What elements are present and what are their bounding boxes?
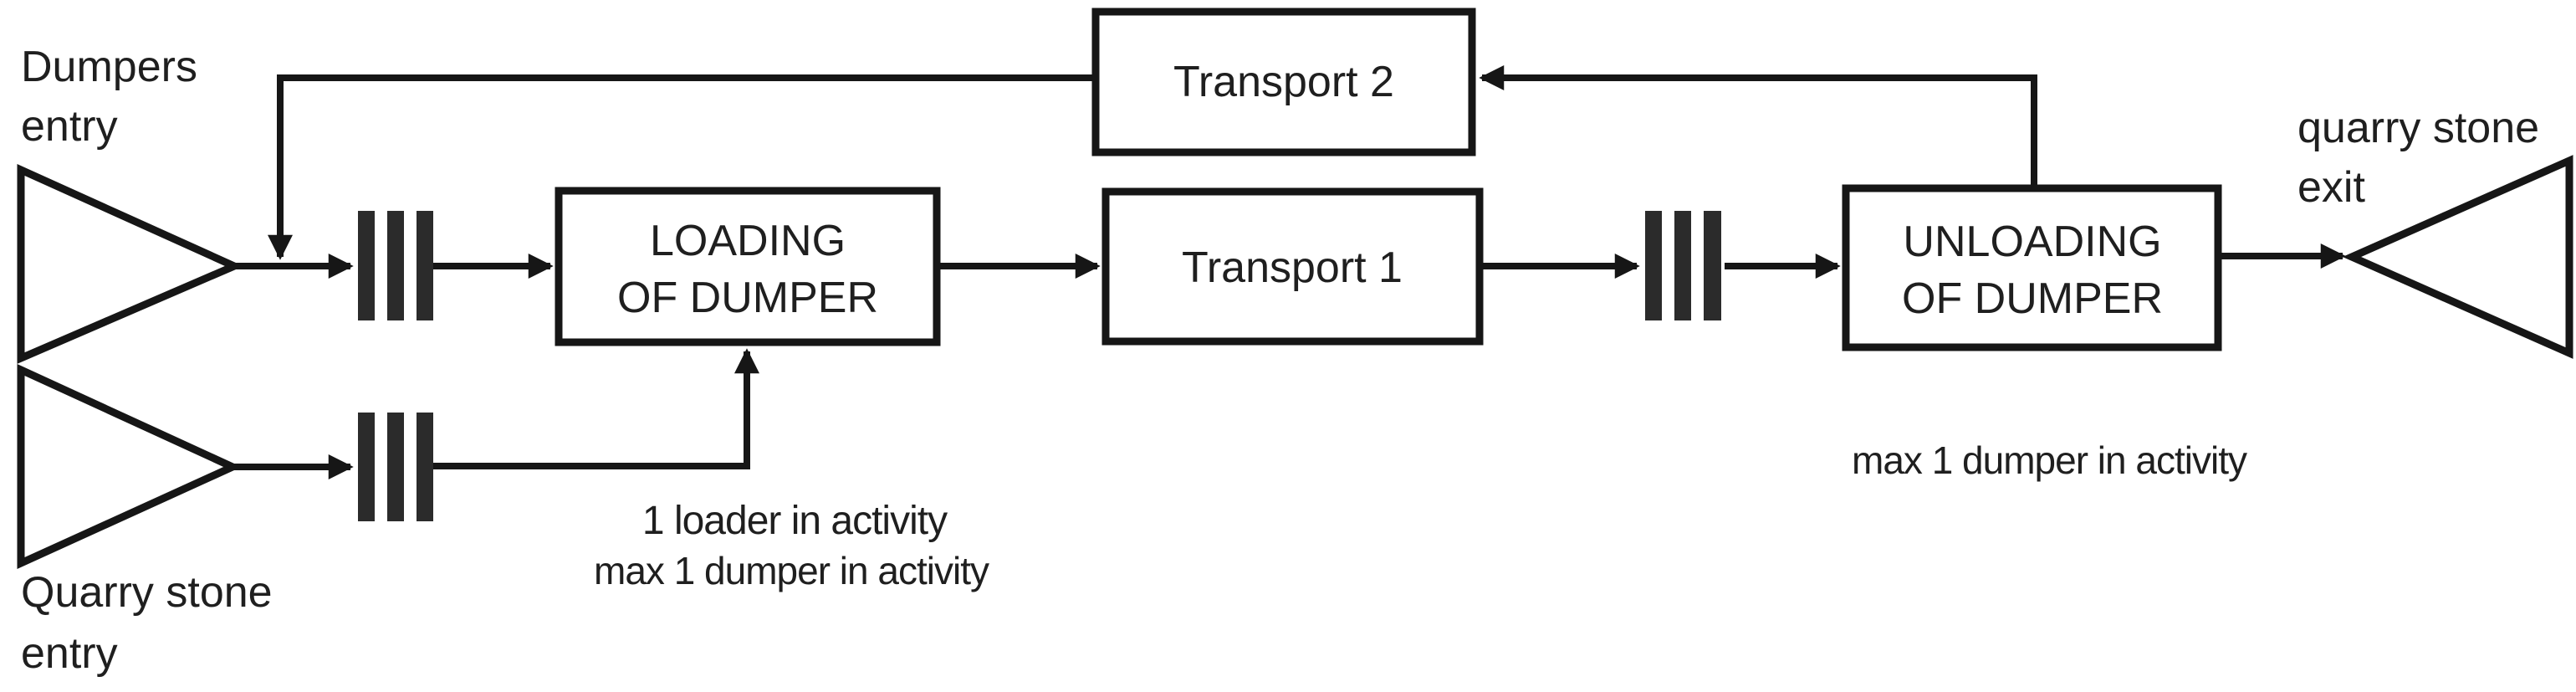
connector-stone-queue-to-loading <box>432 348 759 469</box>
queue-bar <box>1704 211 1721 320</box>
transport-1-block-label: Transport 1 <box>1182 243 1403 292</box>
loading-block-label-line1: LOADING <box>650 217 846 265</box>
queue-bar <box>358 211 375 320</box>
loading-note-line1: 1 loader in activity <box>642 499 948 543</box>
loading-block <box>555 187 941 346</box>
queue-bar <box>1674 211 1691 320</box>
quarry-stone-entry-triangle-icon <box>17 363 242 569</box>
queue-bar <box>387 413 404 521</box>
transport-1-block <box>1101 187 1484 346</box>
unloading-block <box>1842 184 2222 351</box>
quarry-stone-exit-triangle-icon <box>2342 155 2573 359</box>
dumpers-entry-label-line1: Dumpers <box>21 43 197 91</box>
queue-bar <box>417 211 433 320</box>
queue-bar <box>417 413 433 521</box>
queue-bar <box>1645 211 1662 320</box>
quarry-stone-exit-label-line1: quarry stone <box>2297 104 2539 152</box>
queue-icon-quarry-stone <box>358 413 433 521</box>
quarry-stone-entry-label-line1: Quarry stone <box>21 568 273 617</box>
loading-block-label-line2: OF DUMPER <box>617 274 878 322</box>
unloading-block-label-line1: UNLOADING <box>1903 218 2161 266</box>
loading-note-line2: max 1 dumper in activity <box>594 549 989 592</box>
dumpers-entry-label-line2: entry <box>21 102 118 151</box>
connector-unloading-to-transport2 <box>1479 65 2037 188</box>
quarry-stone-entry-label-line2: entry <box>21 629 118 678</box>
dumpers-entry-triangle-icon <box>17 164 244 364</box>
transport-2-block-label: Transport 2 <box>1173 58 1394 106</box>
unloading-note-line1: max 1 dumper in activity <box>1852 438 2247 482</box>
queue-bar <box>358 413 375 521</box>
queue-icon-before-loading <box>358 211 433 320</box>
queue-bar <box>387 211 404 320</box>
unloading-block-label-line2: OF DUMPER <box>1902 274 2163 323</box>
connector-transport2-return-to-entry <box>268 74 1096 260</box>
transport-2-block <box>1091 8 1476 156</box>
queue-icon-before-unloading <box>1645 211 1721 320</box>
quarry-stone-exit-label-line2: exit <box>2297 163 2365 212</box>
